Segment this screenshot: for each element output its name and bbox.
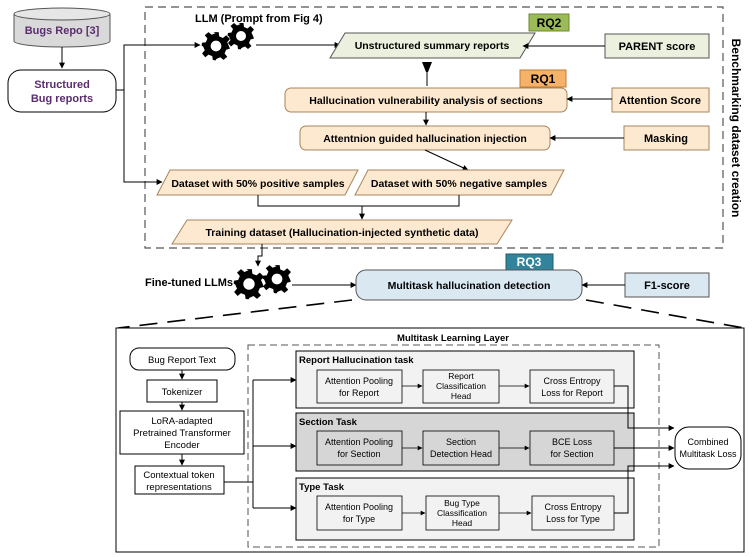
st-pool-line2: for Section [337,449,380,459]
rt-pool-line1: Attention Pooling [325,376,393,386]
parent-score-label: PARENT score [619,41,696,53]
type-task-title: Type Task [299,482,345,493]
structured-line1: Structured [34,79,90,91]
st-head-line2: Detection Head [430,449,492,459]
llm-prompt-label: LLM (Prompt from Fig 4) [195,13,323,25]
rt-loss-line1: Cross Entropy [543,376,601,386]
finetuned-gear-icon [233,269,264,300]
report-task-panel: Report Hallucination task Attention Pool… [295,350,635,409]
tt-pool-line2: for Type [343,514,375,524]
unstructured-summary-box: Unstructured summary reports [329,32,536,59]
attention-score-box: Attention Score [611,87,710,113]
rq2-label: RQ2 [537,16,562,30]
masking-box: Masking [623,125,710,151]
st-loss-line1: BCE Loss [552,437,593,447]
st-loss-line2: for Section [550,449,593,459]
rt-head-line1: Report [448,371,474,381]
bug-report-text-label: Bug Report Text [148,355,216,366]
benchmark-label: Benchmarking dataset creation [729,39,743,218]
training-dataset-box: Training dataset (Hallucination-injected… [171,219,513,245]
tt-head-line3: Head [452,518,473,528]
section-task-title: Section Task [299,417,358,428]
unstructured-label: Unstructured summary reports [355,40,510,52]
multitask-layer-region [247,344,660,548]
tt-head-line1: Bug Type [444,498,480,508]
bugs-repo-label: Bugs Repo [3] [25,25,100,37]
zoom-line-left [117,299,353,329]
hallucination-injection-box: Attentnion guided hallucination injectio… [299,125,551,151]
st-pool-line1: Attention Pooling [325,437,393,447]
zoom-line-right [585,299,745,329]
positive-label: Dataset with 50% positive samples [171,178,344,190]
combined-line2: Multitask Loss [679,449,737,459]
encoder-line2: Pretrained Transformer [133,428,231,439]
rq1-label: RQ1 [531,72,556,86]
funnel-icon [422,62,432,72]
combined-line1: Combined [687,437,728,447]
contextual-line2: representations [146,482,212,493]
masking-label: Masking [644,133,688,145]
tokenizer-box: Tokenizer [146,379,218,403]
f1-score-box: F1-score [624,272,710,298]
parent-score-box: PARENT score [604,33,710,59]
rt-head-line3: Head [451,391,472,401]
llm-gear-icon-2 [227,23,254,50]
multitask-detection-box: Multitask hallucination detection [355,269,583,301]
positive-dataset-box: Dataset with 50% positive samples [156,169,359,196]
vulnerability-analysis-box: Hallucination vulnerability analysis of … [284,87,568,113]
finetuned-label: Fine-tuned LLMs [145,277,233,289]
injection-label: Attentnion guided hallucination injectio… [323,133,527,145]
negative-label: Dataset with 50% negative samples [371,178,547,190]
structured-bug-reports-box: Structured Bug reports [7,69,117,113]
f1-score-label: F1-score [644,280,690,292]
llm-gear-icon [201,32,230,61]
tt-head-line2: Classification [437,508,487,518]
combined-loss-box: Combined Multitask Loss [674,426,742,470]
contextual-line1: Contextual token [143,470,214,481]
section-task-panel: Section Task Attention Pooling for Secti… [295,412,635,472]
attention-score-label: Attention Score [619,95,701,107]
multitask-layer-title: Multitask Learning Layer [397,333,509,344]
type-task-panel: Type Task Attention Pooling for Type Bug… [295,477,635,541]
encoder-box: LoRA-adapted Pretrained Transformer Enco… [119,410,245,455]
contextual-tokens-box: Contextual token representations [134,465,225,495]
rq3-label: RQ3 [517,255,542,269]
vulnerability-label: Hallucination vulnerability analysis of … [309,95,543,107]
encoder-line1: LoRA-adapted [151,416,212,427]
encoder-line3: Encoder [164,440,199,451]
rt-loss-line2: Loss for Report [541,388,603,398]
rt-pool-line2: for Report [339,388,380,398]
benchmark-region [144,6,724,249]
finetuned-gear-icon-2 [262,265,291,294]
tt-loss-line2: Loss for Type [546,514,600,524]
bug-report-text-box: Bug Report Text [129,347,236,371]
structured-line2: Bug reports [31,93,93,105]
tokenizer-label: Tokenizer [162,387,203,398]
negative-dataset-box: Dataset with 50% negative samples [354,169,565,196]
report-task-title: Report Hallucination task [299,355,414,366]
multitask-detection-label: Multitask hallucination detection [388,280,551,292]
st-head-line1: Section [446,437,476,447]
tt-loss-line1: Cross Entropy [544,502,602,512]
rt-head-line2: Classification [436,381,486,391]
rq2-badge [528,13,570,32]
training-label: Training dataset (Hallucination-injected… [205,227,478,239]
tt-pool-line1: Attention Pooling [325,502,393,512]
rq1-badge [519,69,567,88]
bugs-repo-database: Bugs Repo [3] [13,7,111,48]
